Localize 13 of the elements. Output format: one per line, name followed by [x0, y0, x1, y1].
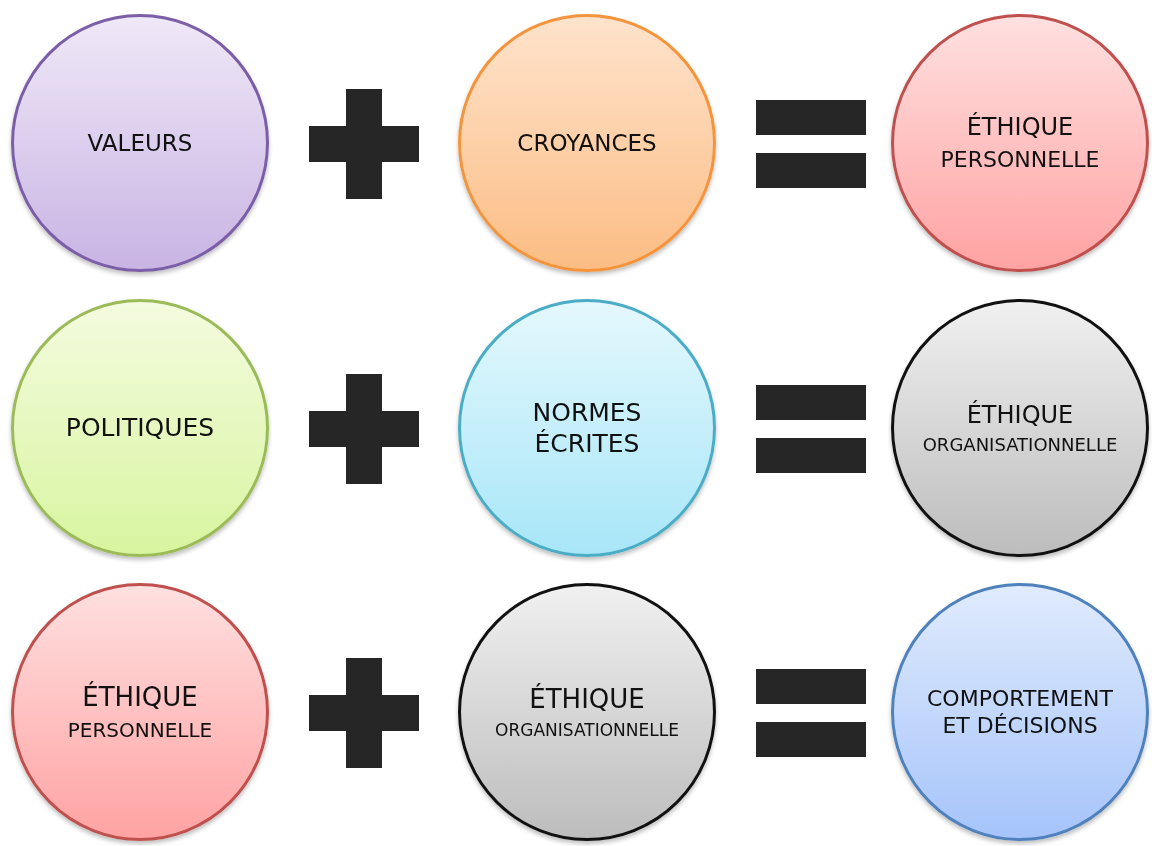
node-label: ORGANISATIONNELLE [495, 719, 679, 741]
node-label: ÉTHIQUE [966, 112, 1074, 143]
node-label: PERSONNELLE [940, 146, 1100, 174]
node-label: CROYANCES [517, 128, 657, 158]
node-label: ÉTHIQUE [966, 399, 1074, 430]
node-label: PERSONNELLE [67, 717, 213, 743]
node-label: ÉTHIQUE [82, 681, 198, 714]
node-label: ORGANISATIONNELLE [922, 433, 1118, 457]
node-label: COMPORTEMENT ET DÉCISIONS [925, 684, 1114, 740]
node-label: VALEURS [87, 128, 193, 158]
node-label: NORMES ÉCRITES [531, 396, 643, 460]
node-label: POLITIQUES [65, 412, 215, 444]
node-label: ÉTHIQUE [529, 683, 645, 716]
